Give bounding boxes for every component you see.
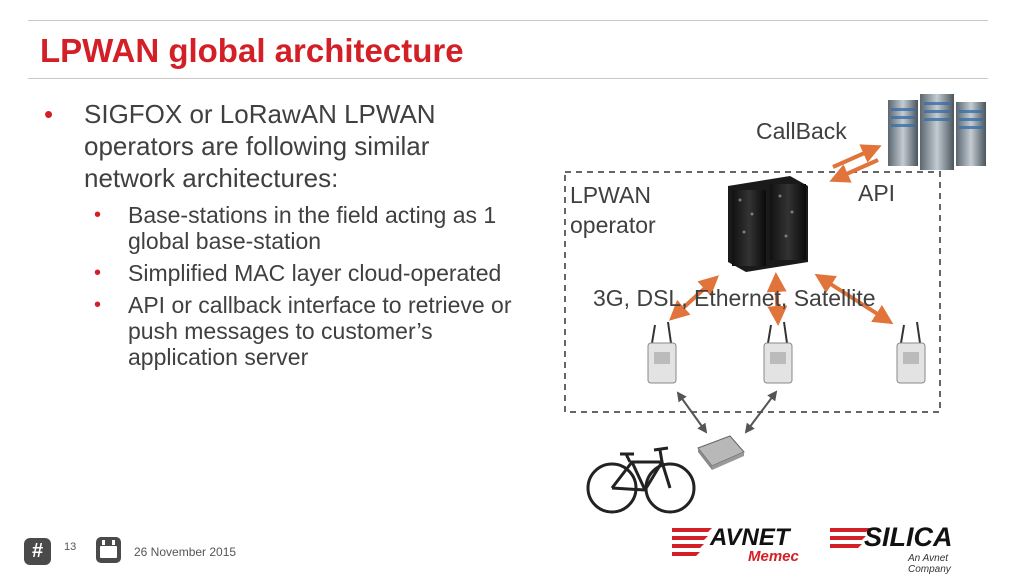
- sub-bullet-api: • API or callback interface to retrieve …: [44, 292, 514, 370]
- callback-label: CallBack: [756, 118, 847, 144]
- operator-label-line2: operator: [570, 212, 656, 238]
- silica-logo-mark: [830, 528, 870, 548]
- bullet-dot: •: [94, 204, 102, 226]
- bullet-main: • SIGFOX or LoRawAN LPWAN operators are …: [44, 98, 514, 194]
- silica-logo: SILICA An Avnet Company: [830, 520, 990, 575]
- radio-link-right: [744, 390, 778, 434]
- hash-icon-glyph: #: [31, 540, 44, 562]
- memec-logo-text: Memec: [748, 548, 799, 565]
- backhaul-label: 3G, DSL, Ethernet, Satellite: [593, 285, 876, 311]
- operator-label-line1: LPWAN: [570, 182, 651, 208]
- backhaul-arrow-right: [814, 273, 894, 325]
- bullet-dot: •: [94, 294, 102, 316]
- top-rule: [28, 20, 988, 21]
- bullet-dot: •: [44, 99, 54, 129]
- api-arrow: [829, 158, 879, 183]
- radio-link-left: [676, 391, 708, 434]
- sub-bullet-base-stations: • Base-stations in the field acting as 1…: [44, 202, 514, 254]
- base-station-icon: [763, 321, 793, 384]
- backhaul-arrow-middle: [766, 272, 788, 326]
- backhaul-arrow-left: [669, 275, 719, 321]
- bullet-list: • SIGFOX or LoRawAN LPWAN operators are …: [44, 98, 514, 370]
- silica-logo-text: SILICA: [864, 522, 953, 552]
- operator-server-rack-icon: [728, 176, 808, 272]
- application-server-icon: [888, 94, 986, 170]
- slide-title: LPWAN global architecture: [40, 32, 464, 69]
- base-station-icon: [647, 321, 677, 384]
- slide-date: 26 November 2015: [134, 545, 237, 559]
- title-underline: [28, 78, 988, 79]
- bullet-main-text: SIGFOX or LoRawAN LPWAN operators are fo…: [84, 99, 436, 193]
- avnet-memec-logo: AVNET Memec: [672, 518, 822, 568]
- sub-bullet-text: API or callback interface to retrieve or…: [128, 292, 512, 370]
- callback-arrow: [832, 144, 882, 169]
- hash-icon: #: [24, 538, 51, 565]
- operator-label: LPWAN operator: [570, 180, 656, 240]
- avnet-logo-text: AVNET: [710, 524, 790, 551]
- operator-boundary: [564, 171, 941, 413]
- sub-bullet-text: Simplified MAC layer cloud-operated: [128, 260, 502, 286]
- calendar-icon: [96, 537, 121, 563]
- sub-bullet-text: Base-stations in the field acting as 1 g…: [128, 202, 497, 254]
- bullet-dot: •: [94, 262, 102, 284]
- sensor-device-icon: [697, 435, 745, 470]
- avnet-logo-mark: [672, 528, 712, 556]
- sub-bullet-mac-layer: • Simplified MAC layer cloud-operated: [44, 260, 514, 286]
- page-number: 13: [64, 541, 77, 553]
- bicycle-icon: [586, 446, 696, 514]
- api-label: API: [858, 180, 896, 206]
- base-station-icon: [896, 321, 926, 384]
- silica-logo-tagline: An Avnet Company: [908, 553, 951, 575]
